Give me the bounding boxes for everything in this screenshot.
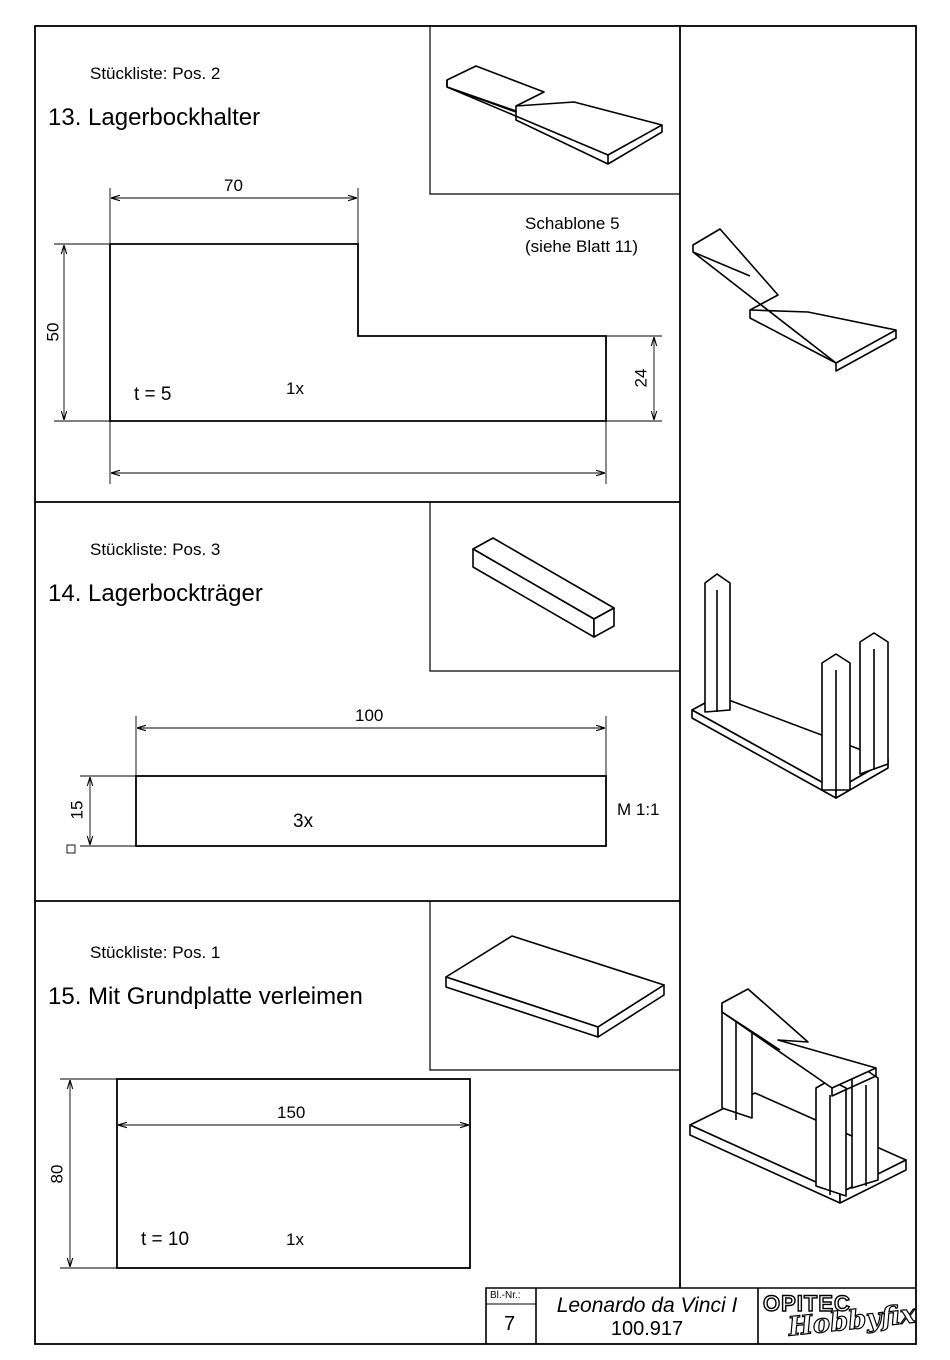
dimension-label: 100 (355, 706, 383, 726)
template-note-line: Schablone 5 (525, 214, 620, 234)
preview-boxes (430, 26, 680, 1070)
dimension-label: 150 (277, 1103, 305, 1123)
quantity-label: 1x (286, 1230, 304, 1250)
assembly-step-14-iso (692, 574, 888, 798)
step-title: 13. Lagerbockhalter (48, 104, 260, 132)
assembly-step-15-iso (690, 989, 906, 1203)
dimension-label: 15 (67, 801, 87, 820)
assembly-step-13-iso (693, 229, 896, 371)
project-title: Leonardo da Vinci I (536, 1294, 758, 1318)
grundplatte-dimensions (60, 1079, 469, 1268)
dimension-label: 50 (43, 323, 63, 342)
dimension-label: 80 (47, 1165, 67, 1184)
dimension-label: 24 (631, 369, 651, 388)
sheet-number: 7 (504, 1313, 515, 1336)
template-note-line: (siehe Blatt 11) (525, 237, 638, 257)
thickness-label: t = 5 (134, 384, 172, 406)
lagerbockhalter-iso (447, 66, 662, 164)
lagerbockhalter-shape (110, 244, 606, 421)
dimension-label: 70 (224, 176, 243, 196)
sheet-number-label: Bl.-Nr.: (490, 1290, 521, 1301)
article-number: 100.917 (536, 1318, 758, 1341)
scale-label: M 1:1 (617, 800, 660, 820)
step-title: 14. Lagerbockträger (48, 580, 263, 608)
parts-list-label: Stückliste: Pos. 2 (90, 64, 220, 84)
thickness-label: t = 10 (141, 1229, 189, 1251)
grundplatte-iso (446, 936, 664, 1037)
lagerbocktraeger-shape (136, 776, 606, 846)
quantity-label: 3x (293, 811, 313, 833)
parts-list-label: Stückliste: Pos. 1 (90, 943, 220, 963)
lagerbocktraeger-dimensions (67, 716, 606, 853)
square-symbol (67, 845, 75, 853)
lagerbocktraeger-iso (473, 538, 614, 637)
parts-list-label: Stückliste: Pos. 3 (90, 540, 220, 560)
step-title: 15. Mit Grundplatte verleimen (48, 983, 363, 1011)
quantity-label: 1x (286, 379, 304, 399)
